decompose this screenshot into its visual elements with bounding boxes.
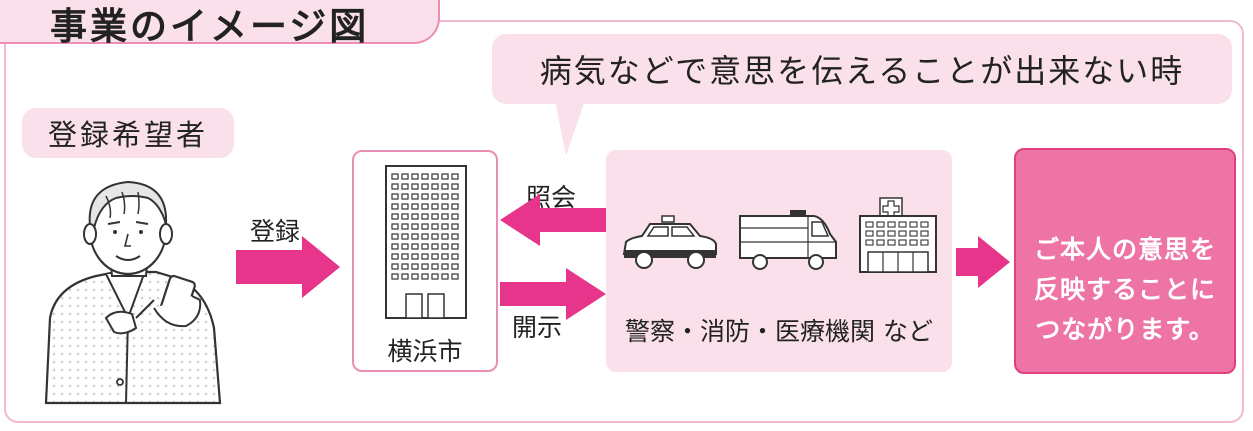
result-arrow xyxy=(956,236,1010,288)
hospital-icon xyxy=(859,197,937,273)
register-arrow xyxy=(236,236,340,298)
ambulance-icon xyxy=(739,210,837,270)
registrant-label: 登録希望者 xyxy=(22,108,234,158)
city-building-icon xyxy=(385,165,467,319)
situation-bubble xyxy=(492,34,1232,104)
disclose-label: 開示 xyxy=(512,313,563,342)
agencies-label: 警察・消防・医療機関 など xyxy=(625,317,933,346)
city-label: 横浜市 xyxy=(387,337,463,366)
registrant-illustration xyxy=(44,180,222,405)
register-label: 登録 xyxy=(250,217,301,246)
result-line-3: つながります。 xyxy=(1035,315,1215,344)
police-car-icon xyxy=(622,215,717,269)
disclose-arrow xyxy=(500,268,606,320)
title-tab xyxy=(0,0,440,44)
inquiry-arrow xyxy=(500,194,606,246)
page-title: 事業のイメージ図 xyxy=(50,5,370,48)
result-line-1: ご本人の意思を xyxy=(1033,235,1216,264)
situation-text: 病気などで意思を伝えることが出来ない時 xyxy=(539,52,1185,90)
result-box xyxy=(1014,148,1236,374)
result-line-2: 反映することに xyxy=(1033,275,1216,304)
